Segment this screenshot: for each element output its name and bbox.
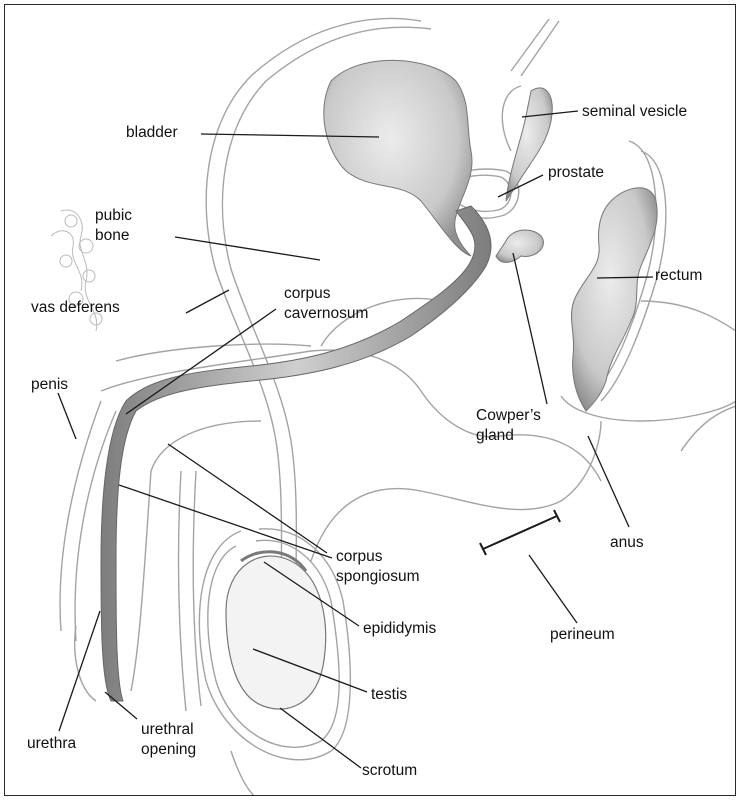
label-vas-deferens: vas deferens [31, 298, 120, 317]
label-corpus-cavernosum-line1: corpus [284, 284, 331, 303]
label-cowpers-gland-line2: gland [476, 426, 514, 445]
label-epididymis: epididymis [363, 619, 436, 638]
label-prostate: prostate [548, 163, 604, 182]
label-bladder: bladder [126, 123, 178, 142]
label-scrotum: scrotum [362, 761, 417, 780]
diagram-frame: bladder seminal vesicle prostate pubic b… [4, 4, 736, 796]
label-urethral-opening-line2: opening [141, 740, 196, 759]
rectum-shape [571, 188, 657, 411]
perineum-bar [480, 510, 560, 555]
bladder-shape [324, 60, 472, 256]
seminal-vesicle-shape [506, 88, 552, 201]
label-urethra: urethra [27, 734, 76, 753]
label-anus: anus [610, 533, 644, 552]
leader-lines [58, 111, 653, 768]
label-penis: penis [31, 375, 68, 394]
label-seminal-vesicle: seminal vesicle [582, 102, 687, 121]
label-corpus-spongiosum-line1: corpus [336, 547, 383, 566]
label-testis: testis [371, 685, 407, 704]
label-cowpers-gland-line1: Cowper’s [476, 406, 541, 425]
cowpers-gland-shape [496, 230, 543, 262]
anatomy-illustration [5, 5, 736, 796]
label-pubic-bone-line1: pubic [95, 206, 132, 225]
testis-shape [226, 556, 326, 709]
label-pubic-bone-line2: bone [95, 226, 129, 245]
label-corpus-spongiosum-line2: spongiosum [336, 567, 420, 586]
label-rectum: rectum [655, 266, 702, 285]
label-perineum: perineum [550, 625, 615, 644]
label-urethral-opening-line1: urethral [141, 720, 194, 739]
label-corpus-cavernosum-line2: cavernosum [284, 304, 368, 323]
